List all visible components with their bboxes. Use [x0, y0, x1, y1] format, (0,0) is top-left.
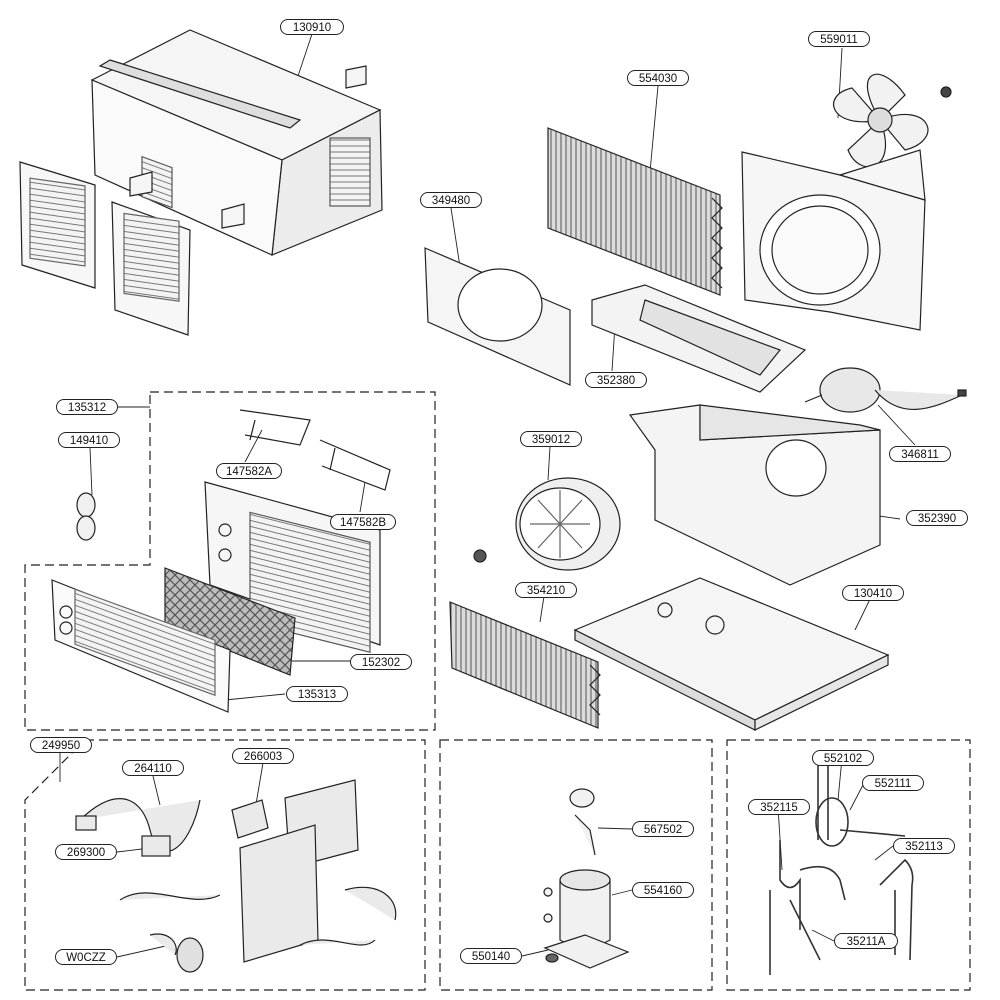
- part-label-264110: 264110: [122, 760, 184, 776]
- part-label-352115: 352115: [748, 799, 810, 815]
- evaporator-coil: [449, 601, 601, 729]
- part-label-352380: 352380: [585, 372, 647, 388]
- part-label-346811: 346811: [889, 446, 951, 462]
- part-label-552102: 552102: [812, 750, 874, 766]
- part-label-559011: 559011: [808, 31, 870, 47]
- fan-motor: [804, 367, 967, 413]
- part-label-147582B: 147582B: [330, 514, 396, 530]
- part-label-152302: 152302: [350, 654, 412, 670]
- tubing-section-border: [726, 739, 971, 991]
- louver-vanes: [239, 409, 391, 491]
- part-label-130410: 130410: [842, 585, 904, 601]
- blower-wheel: [473, 477, 621, 571]
- leader-lines: [59, 33, 916, 958]
- side-curtains: [19, 161, 191, 336]
- part-label-135312: 135312: [56, 399, 118, 415]
- part-label-266003: 266003: [232, 748, 294, 764]
- drain-tray: [591, 284, 807, 393]
- part-label-35211A: 35211A: [834, 933, 898, 949]
- part-label-352390: 352390: [906, 510, 968, 526]
- power-cord-harness: [75, 779, 397, 973]
- condenser-shroud: [741, 149, 926, 331]
- part-label-352113: 352113: [893, 838, 955, 854]
- compressor: [543, 788, 630, 969]
- part-label-359012: 359012: [520, 431, 582, 447]
- partition-panel: [424, 247, 571, 386]
- base-pan: [573, 577, 890, 731]
- part-label-550140: 550140: [460, 948, 522, 964]
- part-label-249950: 249950: [30, 737, 92, 753]
- blower-housing: [628, 404, 881, 586]
- part-label-354210: 354210: [515, 582, 577, 598]
- front-panel-section-border: [24, 391, 436, 731]
- control-knobs: [76, 492, 96, 541]
- electrical-section-border: [24, 739, 426, 991]
- air-filter: [164, 567, 296, 676]
- part-label-130910: 130910: [280, 19, 344, 35]
- part-label-567502: 567502: [632, 821, 694, 837]
- condenser-coil: [547, 127, 723, 296]
- part-label-554160: 554160: [632, 882, 694, 898]
- front-grille: [51, 579, 231, 713]
- part-label-269300: 269300: [55, 844, 117, 860]
- fan-blade: [833, 73, 952, 168]
- part-label-147582A: 147582A: [216, 463, 282, 479]
- part-label-349480: 349480: [420, 192, 482, 208]
- part-label-135313: 135313: [286, 686, 348, 702]
- part-label-552111: 552111: [862, 775, 924, 791]
- refrigerant-tubing: [769, 752, 914, 975]
- part-label-554030: 554030: [627, 70, 689, 86]
- compressor-section-border: [439, 739, 713, 991]
- part-label-149410: 149410: [58, 432, 120, 448]
- part-label-W0CZZ: W0CZZ: [55, 949, 117, 965]
- cabinet-housing: [90, 29, 383, 256]
